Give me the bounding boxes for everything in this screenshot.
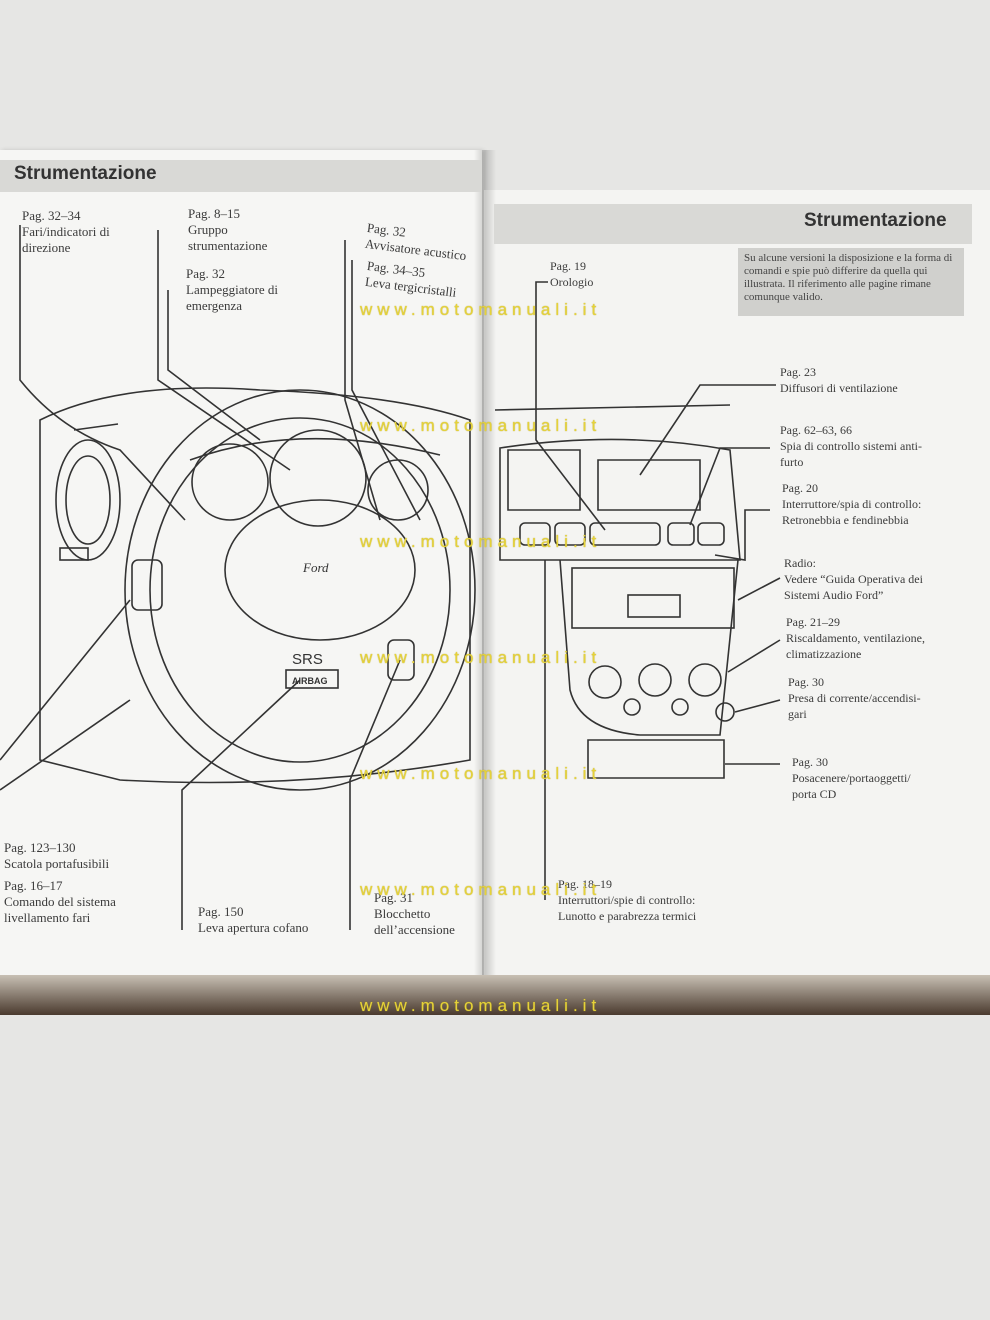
airbag-text: AIRBAG (292, 676, 328, 686)
label-riscaldamento: Pag. 21–29 Riscaldamento, ventilazione, … (786, 615, 925, 661)
srs-text: SRS (292, 651, 323, 668)
label-lampeggiatore: Pag. 32 Lampeggiatore di emergenza (186, 266, 279, 313)
label-fari: Pag. 32–34 Fari/indicatori di direzione (22, 208, 110, 255)
watermark: www.motomanuali.it (360, 648, 602, 667)
book-edge (0, 975, 990, 1015)
watermark: www.motomanuali.it (360, 996, 602, 1015)
right-page-title: Strumentazione (804, 210, 947, 231)
label-radio: Radio: Vedere “Guida Operativa dei Siste… (784, 556, 923, 602)
watermark: www.motomanuali.it (360, 416, 602, 435)
watermark: www.motomanuali.it (360, 880, 602, 899)
right-page (484, 190, 990, 980)
watermark: www.motomanuali.it (360, 300, 602, 319)
left-title-bar (0, 160, 482, 192)
label-diffusori: Pag. 23 Diffusori di ventilazione (780, 365, 898, 395)
label-posacenere: Pag. 30 Posacenere/portaoggetti/ porta C… (792, 755, 911, 801)
label-orologio: Pag. 19 Orologio (550, 259, 594, 289)
version-note: Su alcune versioni la disposizione e la … (738, 248, 964, 316)
watermark: www.motomanuali.it (360, 532, 602, 551)
right-title-bar (494, 204, 972, 244)
label-antifurto: Pag. 62–63, 66 Spia di controllo sistemi… (780, 423, 922, 469)
label-accensione: Pag. 31 Blocchetto dell’accensione (374, 890, 455, 937)
label-retronebbia: Pag. 20 Interruttore/spia di controllo: … (782, 481, 922, 527)
brand-logo: Ford (302, 560, 329, 575)
left-page-title: Strumentazione (14, 163, 157, 184)
label-lunotto: Pag. 18–19 Interruttori/spie di controll… (558, 877, 697, 923)
left-page (0, 150, 482, 990)
label-gruppo-strumentazione: Pag. 8–15 Gruppo strumentazione (188, 206, 268, 253)
label-livellamento: Pag. 16–17 Comando del sistema livellame… (4, 878, 116, 925)
book-gutter (474, 150, 496, 990)
label-cofano: Pag. 150 Leva apertura cofano (198, 904, 309, 935)
label-presa: Pag. 30 Presa di corrente/accendisi- gar… (788, 675, 921, 721)
watermark: www.motomanuali.it (360, 764, 602, 783)
label-portafusibili: Pag. 123–130 Scatola portafusibili (4, 840, 110, 871)
